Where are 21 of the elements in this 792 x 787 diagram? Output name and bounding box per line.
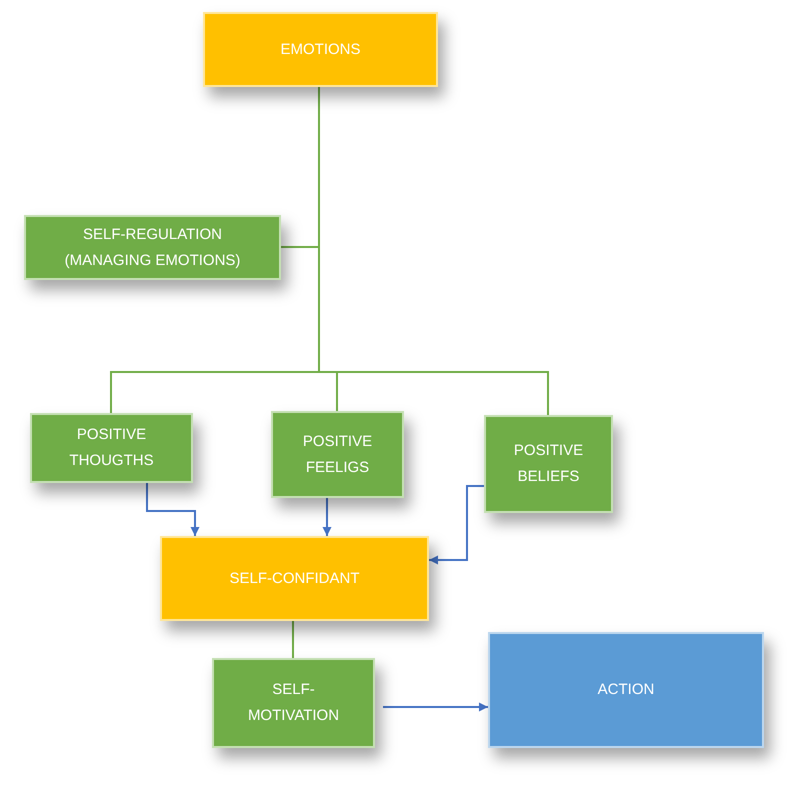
box-label: EMOTIONS xyxy=(280,40,360,60)
arrow xyxy=(322,498,332,536)
connector-line xyxy=(292,621,294,658)
process-box xyxy=(30,413,193,483)
box-label: POSITIVE FEELIGS xyxy=(302,432,374,478)
box-label: POSITIVE BELIEFS xyxy=(512,441,584,487)
process-box xyxy=(484,415,613,513)
box-label: SELF-CONFIDANT xyxy=(229,568,360,588)
arrow xyxy=(146,483,200,536)
arrow xyxy=(429,485,484,564)
process-box xyxy=(160,536,429,621)
box-label: SELF- MOTIVATION xyxy=(246,680,340,726)
process-box xyxy=(203,12,438,87)
process-box xyxy=(488,632,764,748)
process-box xyxy=(271,411,404,498)
process-box xyxy=(212,658,375,748)
box-label: ACTION xyxy=(598,680,654,700)
process-box xyxy=(24,215,281,280)
arrow xyxy=(383,702,488,712)
box-label: POSITIVE THOUGTHS xyxy=(68,425,155,471)
box-label: SELF-REGULATION (MANAGING EMOTIONS) xyxy=(64,224,242,270)
